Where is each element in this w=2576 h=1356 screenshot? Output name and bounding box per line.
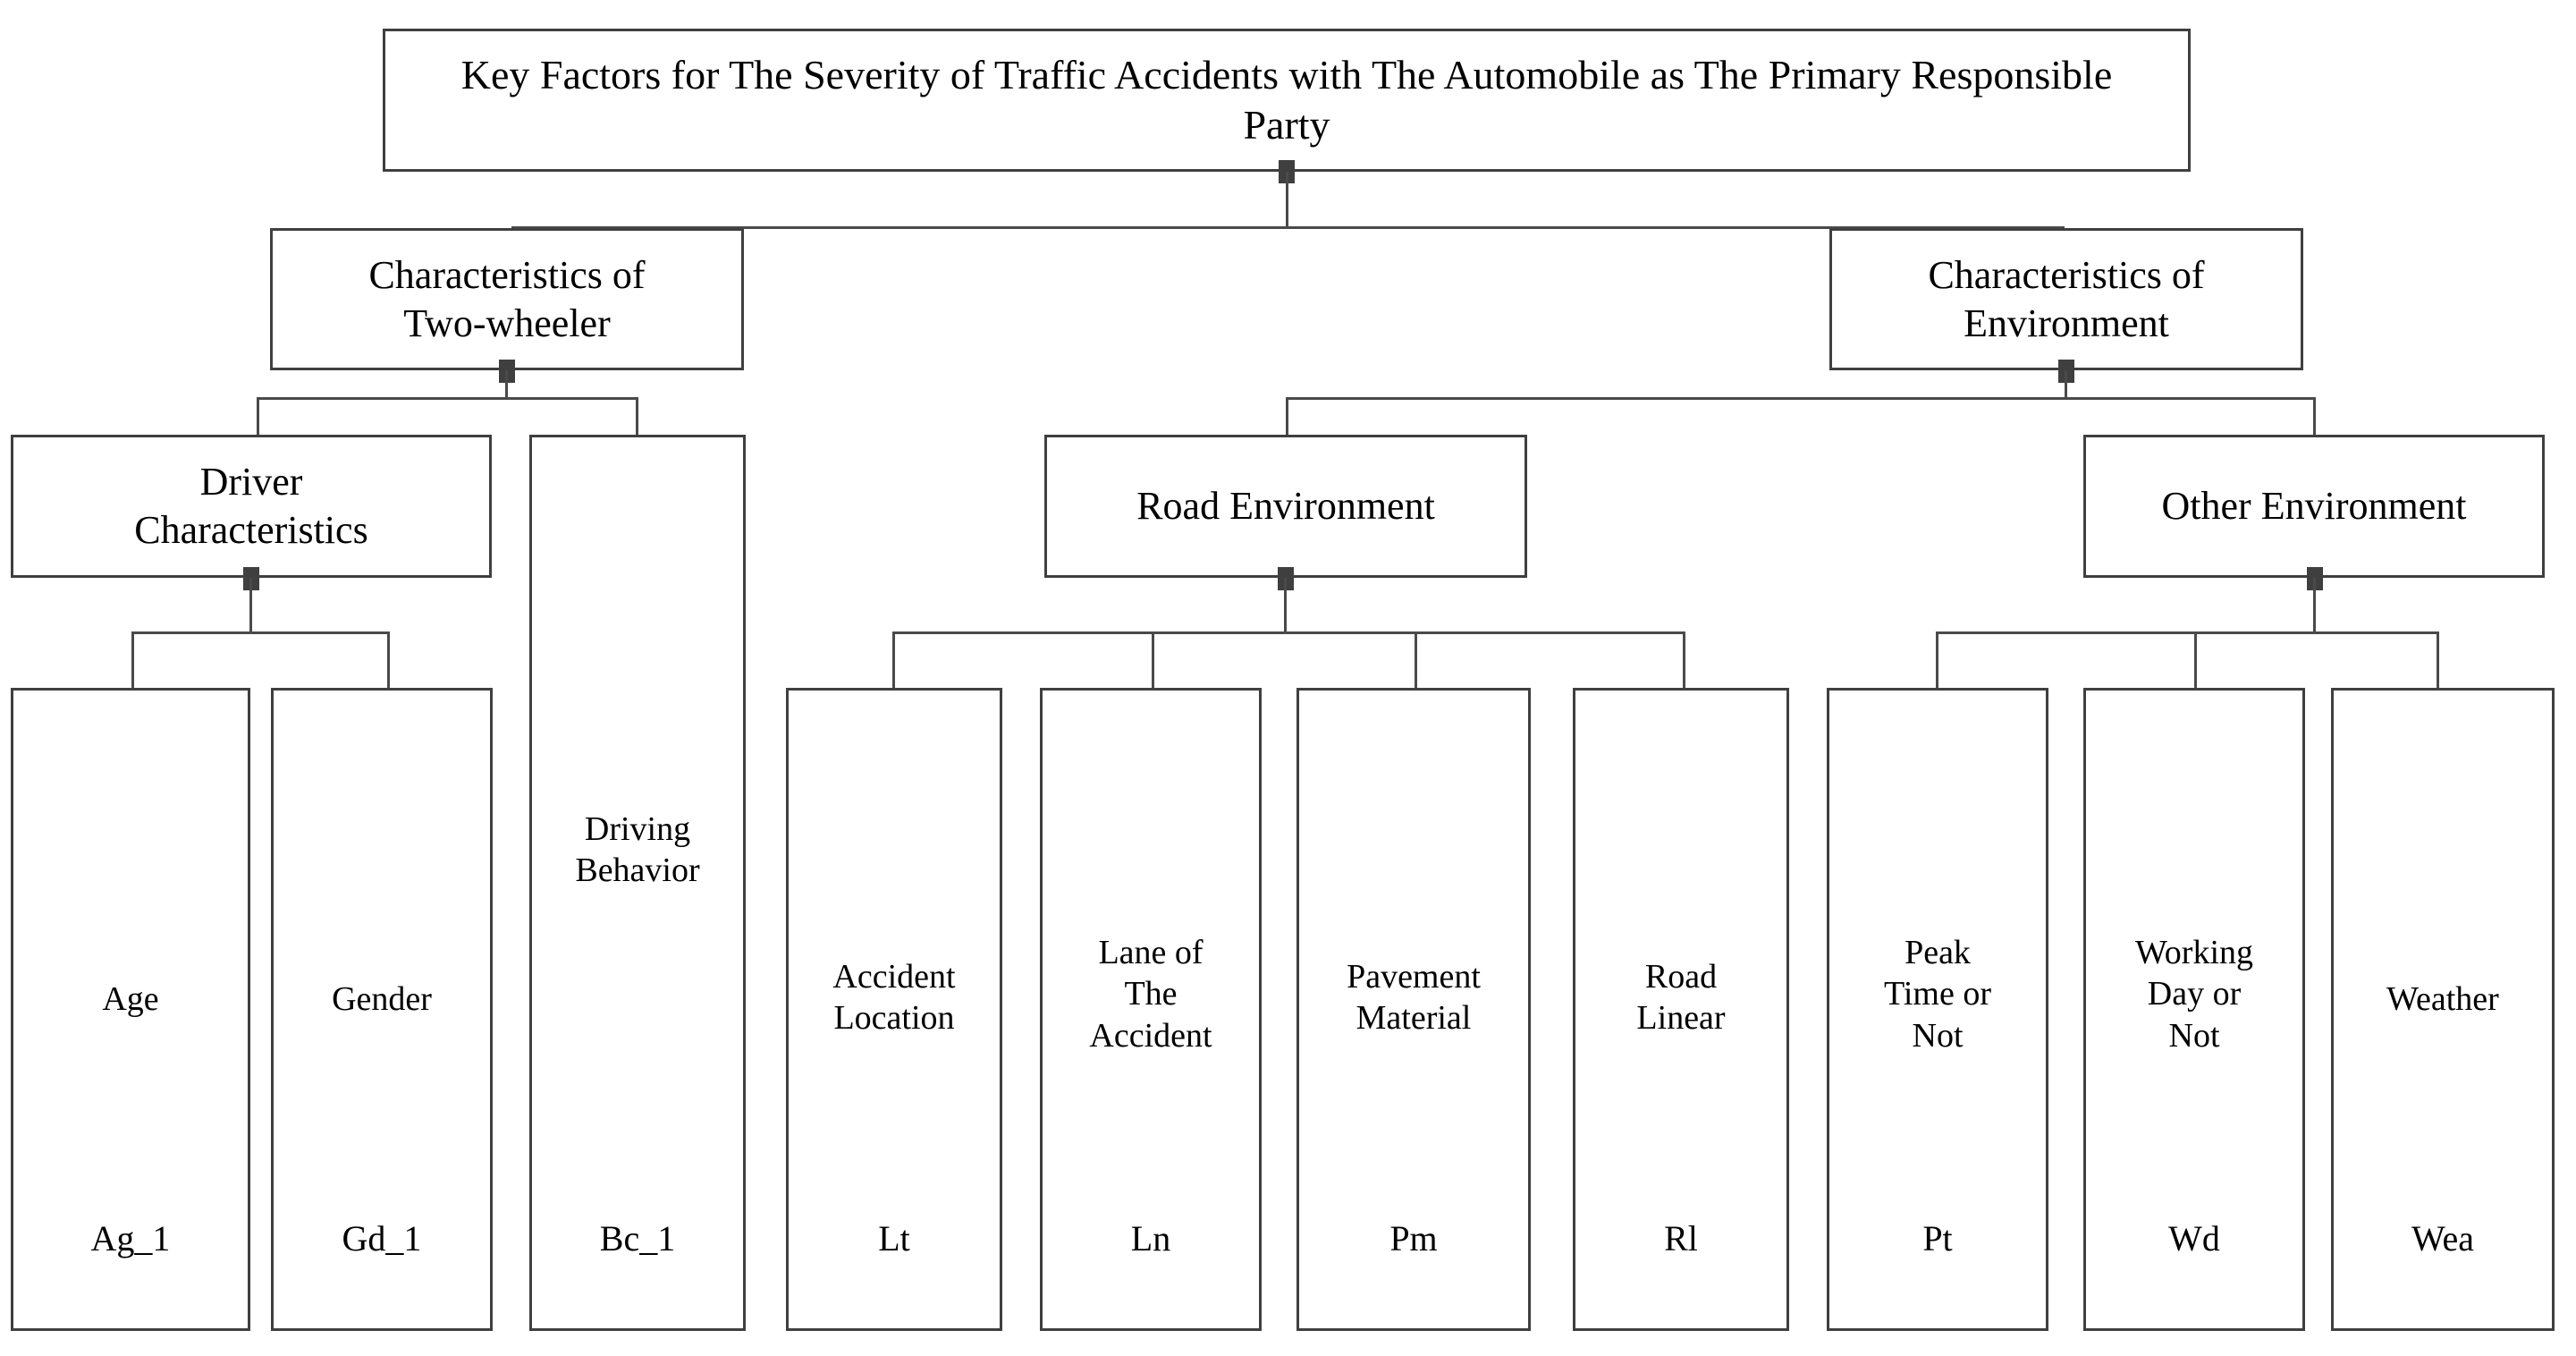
leaf-road-linear-code: Rl bbox=[1664, 1218, 1698, 1259]
leaf-driving-behavior-name: Driving Behavior bbox=[575, 810, 700, 890]
edge-to-other-environment bbox=[2313, 397, 2316, 435]
leaf-weather-name: Weather bbox=[2386, 980, 2499, 1018]
leaf-gender-name: Gender bbox=[332, 980, 432, 1018]
leaf-gender-code: Gd_1 bbox=[342, 1218, 422, 1259]
other-environment-label: Other Environment bbox=[2161, 484, 2467, 529]
edge-driver-bus bbox=[131, 631, 390, 634]
edge-to-driver-characteristics bbox=[257, 397, 259, 435]
node-characteristics-two-wheeler[interactable]: Characteristics of Two-wheeler bbox=[270, 228, 744, 370]
leaf-driving-behavior-code: Bc_1 bbox=[599, 1218, 676, 1259]
leaf-age[interactable]: Age Ag_1 bbox=[11, 688, 250, 1331]
leaf-accident-location[interactable]: Accident Location Lt bbox=[786, 688, 1002, 1331]
leaf-pavement-material-code: Pm bbox=[1389, 1218, 1438, 1259]
edge-environment-stem bbox=[2065, 370, 2067, 399]
leaf-driving-behavior[interactable]: Driving Behavior Bc_1 bbox=[529, 435, 746, 1331]
leaf-lane-of-the-accident-code: Ln bbox=[1130, 1218, 1171, 1259]
edge-to-working-day bbox=[2194, 631, 2197, 690]
root-title-text: Key Factors for The Severity of Traffic … bbox=[460, 51, 2113, 148]
edge-other-bus bbox=[1936, 631, 2439, 634]
leaf-working-day-or-not-code: Wd bbox=[2168, 1218, 2220, 1259]
leaf-weather[interactable]: Weather Wea bbox=[2331, 688, 2555, 1331]
road-environment-label: Road Environment bbox=[1136, 484, 1435, 529]
node-driver-characteristics[interactable]: Driver Characteristics bbox=[11, 435, 492, 578]
leaf-weather-code: Wea bbox=[2411, 1218, 2475, 1259]
node-characteristics-environment[interactable]: Characteristics of Environment bbox=[1829, 228, 2303, 370]
edge-root-stem bbox=[1286, 172, 1288, 228]
edge-two-wheeler-stem bbox=[505, 370, 508, 399]
edge-to-driving-behavior bbox=[636, 397, 638, 435]
leaf-age-code: Ag_1 bbox=[90, 1218, 171, 1259]
leaf-peak-time-or-not[interactable]: Peak Time or Not Pt bbox=[1827, 688, 2048, 1331]
edge-to-pavement-material bbox=[1415, 631, 1417, 690]
node-road-environment[interactable]: Road Environment bbox=[1044, 435, 1527, 578]
edge-to-peak-time bbox=[1936, 631, 1938, 690]
node-other-environment[interactable]: Other Environment bbox=[2083, 435, 2545, 578]
edge-to-age bbox=[131, 631, 134, 690]
edge-to-weather bbox=[2437, 631, 2439, 690]
edge-environment-bus bbox=[1286, 397, 2316, 400]
edge-to-gender bbox=[387, 631, 390, 690]
leaf-road-linear[interactable]: Road Linear Rl bbox=[1573, 688, 1789, 1331]
edge-level2-bus bbox=[511, 226, 2065, 229]
edge-two-wheeler-bus bbox=[257, 397, 638, 400]
edge-to-lane-of-accident bbox=[1152, 631, 1154, 690]
environment-label: Characteristics of Environment bbox=[1928, 252, 2205, 345]
leaf-working-day-or-not-name: Working Day or Not bbox=[2134, 934, 2254, 1055]
edge-to-road-linear bbox=[1683, 631, 1685, 690]
leaf-road-linear-name: Road Linear bbox=[1636, 958, 1726, 1038]
leaf-age-name: Age bbox=[102, 980, 159, 1018]
driver-characteristics-label: Driver Characteristics bbox=[134, 460, 368, 552]
leaf-lane-of-the-accident[interactable]: Lane of The Accident Ln bbox=[1040, 688, 1262, 1331]
leaf-pavement-material[interactable]: Pavement Material Pm bbox=[1296, 688, 1531, 1331]
node-root-title[interactable]: Key Factors for The Severity of Traffic … bbox=[383, 29, 2191, 172]
edge-driver-stem bbox=[249, 578, 252, 633]
two-wheeler-label: Characteristics of Two-wheeler bbox=[368, 252, 646, 345]
edge-to-accident-location bbox=[892, 631, 895, 690]
leaf-gender[interactable]: Gender Gd_1 bbox=[271, 688, 493, 1331]
edge-road-bus bbox=[892, 631, 1685, 634]
leaf-peak-time-or-not-name: Peak Time or Not bbox=[1883, 934, 1991, 1055]
leaf-lane-of-the-accident-name: Lane of The Accident bbox=[1089, 934, 1212, 1055]
leaf-accident-location-code: Lt bbox=[878, 1218, 910, 1259]
leaf-accident-location-name: Accident Location bbox=[832, 958, 956, 1038]
edge-other-stem bbox=[2313, 578, 2316, 633]
leaf-working-day-or-not[interactable]: Working Day or Not Wd bbox=[2083, 688, 2305, 1331]
edge-road-stem bbox=[1284, 578, 1287, 633]
leaf-peak-time-or-not-code: Pt bbox=[1922, 1218, 1953, 1259]
leaf-pavement-material-name: Pavement Material bbox=[1347, 958, 1481, 1038]
edge-to-road-environment bbox=[1286, 397, 1288, 435]
